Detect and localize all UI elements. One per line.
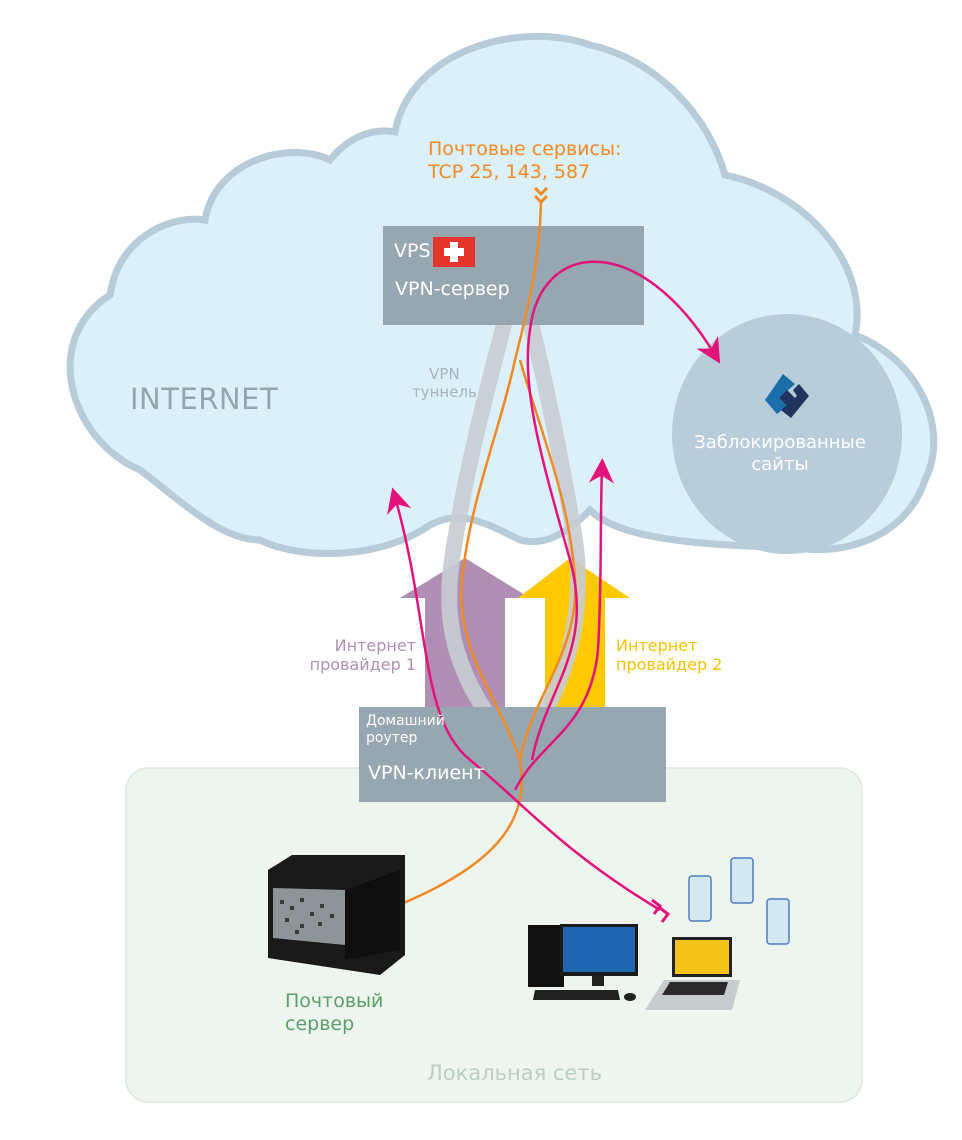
isp1-label: Интернет провайдер 1 [300,636,416,674]
mail-server-line1: Почтовый [285,990,384,1012]
blocked-sites-line1: Заблокированные [694,432,866,453]
tunnel-line2: туннель [412,383,477,401]
desktop-computer-icon [528,924,638,1001]
isp2-line1: Интернет [616,636,698,655]
isp2-label: Интернет провайдер 2 [616,636,722,674]
vpn-server-label: VPN-сервер [395,278,510,300]
mail-server-label: Почтовый сервер [285,990,383,1036]
router-line1: Домашний [366,713,445,729]
laptop-icon [645,937,740,1010]
vpn-tunnel-label: VPN туннель [412,365,477,401]
tunnel-line1: VPN [429,365,460,383]
local-network-area [125,767,863,1103]
isp1-line2: провайдер 1 [309,655,416,675]
mail-services-title: Почтовые сервисы: [428,138,622,160]
direct-flow-isp1 [387,487,661,912]
blocked-sites-circle [672,314,902,554]
router-line2: роутер [366,729,418,746]
blocked-sites-label: Заблокированные сайты [680,432,880,475]
vpn-tunnel [441,318,517,751]
isp1-arrow [400,558,530,712]
swiss-flag-icon [433,237,475,267]
smartphone-icon [688,857,790,945]
local-network-label: Локальная сеть [427,1061,602,1085]
mail-server-line2: сервер [285,1012,355,1035]
mail-services-label: Почтовые сервисы: TCP 25, 143, 587 [428,138,621,184]
mail-server-icon [268,855,405,975]
isp1-line1: Интернет [334,636,416,655]
vpn-client-label: VPN-клиент [368,762,485,784]
router-label: Домашний роутер [366,713,445,747]
internet-label: INTERNET [130,382,279,416]
direct-flow-isp2 [513,458,614,791]
isp2-line2: провайдер 2 [616,655,723,675]
mail-in-chevron-icon [533,186,549,205]
vps-box [383,226,644,325]
roskomnadzor-logo-icon [765,374,809,418]
mail-flow-line [355,199,543,925]
mail-services-ports: TCP 25, 143, 587 [428,160,591,183]
vpn-flow-blocked-sites [526,260,721,761]
router-box [359,707,666,802]
blocked-sites-line2: сайты [751,453,809,475]
client-chevron-icon [651,898,671,923]
vps-label: VPS [394,240,431,262]
